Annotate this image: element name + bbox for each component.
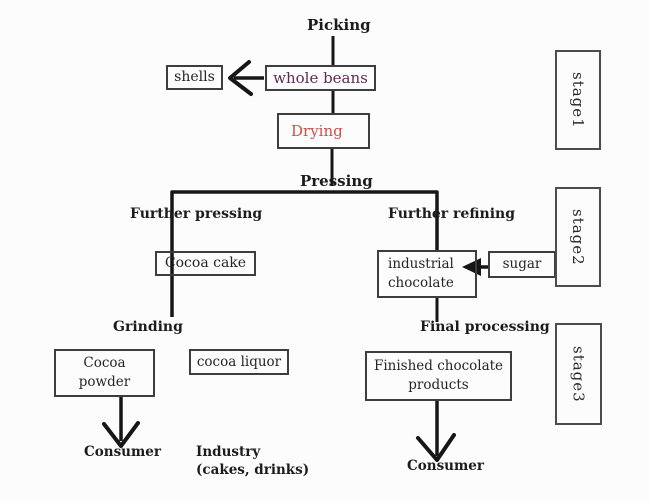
- further-pressing-label: Further pressing: [130, 206, 263, 222]
- finished-products-line1: Finished chocolate: [373, 358, 504, 375]
- further-refining-label: Further refining: [388, 206, 515, 222]
- branch-pressing: [170, 190, 439, 317]
- whole-beans-box: whole beans: [265, 65, 376, 91]
- industry-sub-label: (cakes, drinks): [196, 462, 310, 478]
- final-processing-label: Final processing: [420, 319, 550, 335]
- sugar-box: sugar: [488, 251, 556, 278]
- industry-label: Industry: [196, 444, 261, 460]
- drying-box: Drying: [277, 113, 370, 149]
- cocoa-liquor-box-label: cocoa liquor: [196, 353, 282, 370]
- industrial-chocolate-line2: chocolate: [388, 275, 454, 291]
- industrial-chocolate-box: industrial chocolate: [377, 250, 477, 298]
- industrial-chocolate-line1: industrial: [388, 256, 454, 273]
- stage3-label: stage3: [569, 345, 588, 403]
- arrowhead-shells: [228, 60, 253, 96]
- stage2-label: stage2: [569, 208, 587, 266]
- drying-box-label: Drying: [291, 121, 343, 140]
- stage2-box: stage2: [555, 187, 601, 287]
- shells-box: shells: [166, 65, 223, 90]
- picking-label: Picking: [307, 16, 371, 34]
- stage1-label: stage1: [569, 71, 587, 129]
- stage1-box: stage1: [555, 50, 601, 150]
- consumer-left-label: Consumer: [84, 444, 161, 460]
- consumer-right-label: Consumer: [407, 458, 484, 474]
- cocoa-powder-line2: powder: [78, 374, 131, 390]
- stage3-box: stage3: [555, 323, 602, 425]
- grinding-label: Grinding: [113, 319, 183, 335]
- pressing-label: Pressing: [300, 172, 373, 190]
- whole-beans-box-label: whole beans: [273, 68, 368, 87]
- arrowhead-consumer-left: [102, 421, 140, 448]
- cocoa-powder-line1: Cocoa: [83, 355, 126, 372]
- arrowhead-consumer-right: [416, 433, 456, 462]
- cocoa-cake-box-label: Cocoa cake: [164, 254, 247, 271]
- finished-products-box: Finished chocolate products: [365, 351, 512, 401]
- sugar-box-label: sugar: [502, 256, 542, 273]
- finished-products-line2: products: [408, 377, 469, 393]
- cocoa-cake-box: Cocoa cake: [155, 251, 256, 276]
- cocoa-liquor-box: cocoa liquor: [189, 349, 289, 375]
- shells-box-label: shells: [174, 68, 215, 85]
- cocoa-powder-box: Cocoa powder: [54, 349, 155, 397]
